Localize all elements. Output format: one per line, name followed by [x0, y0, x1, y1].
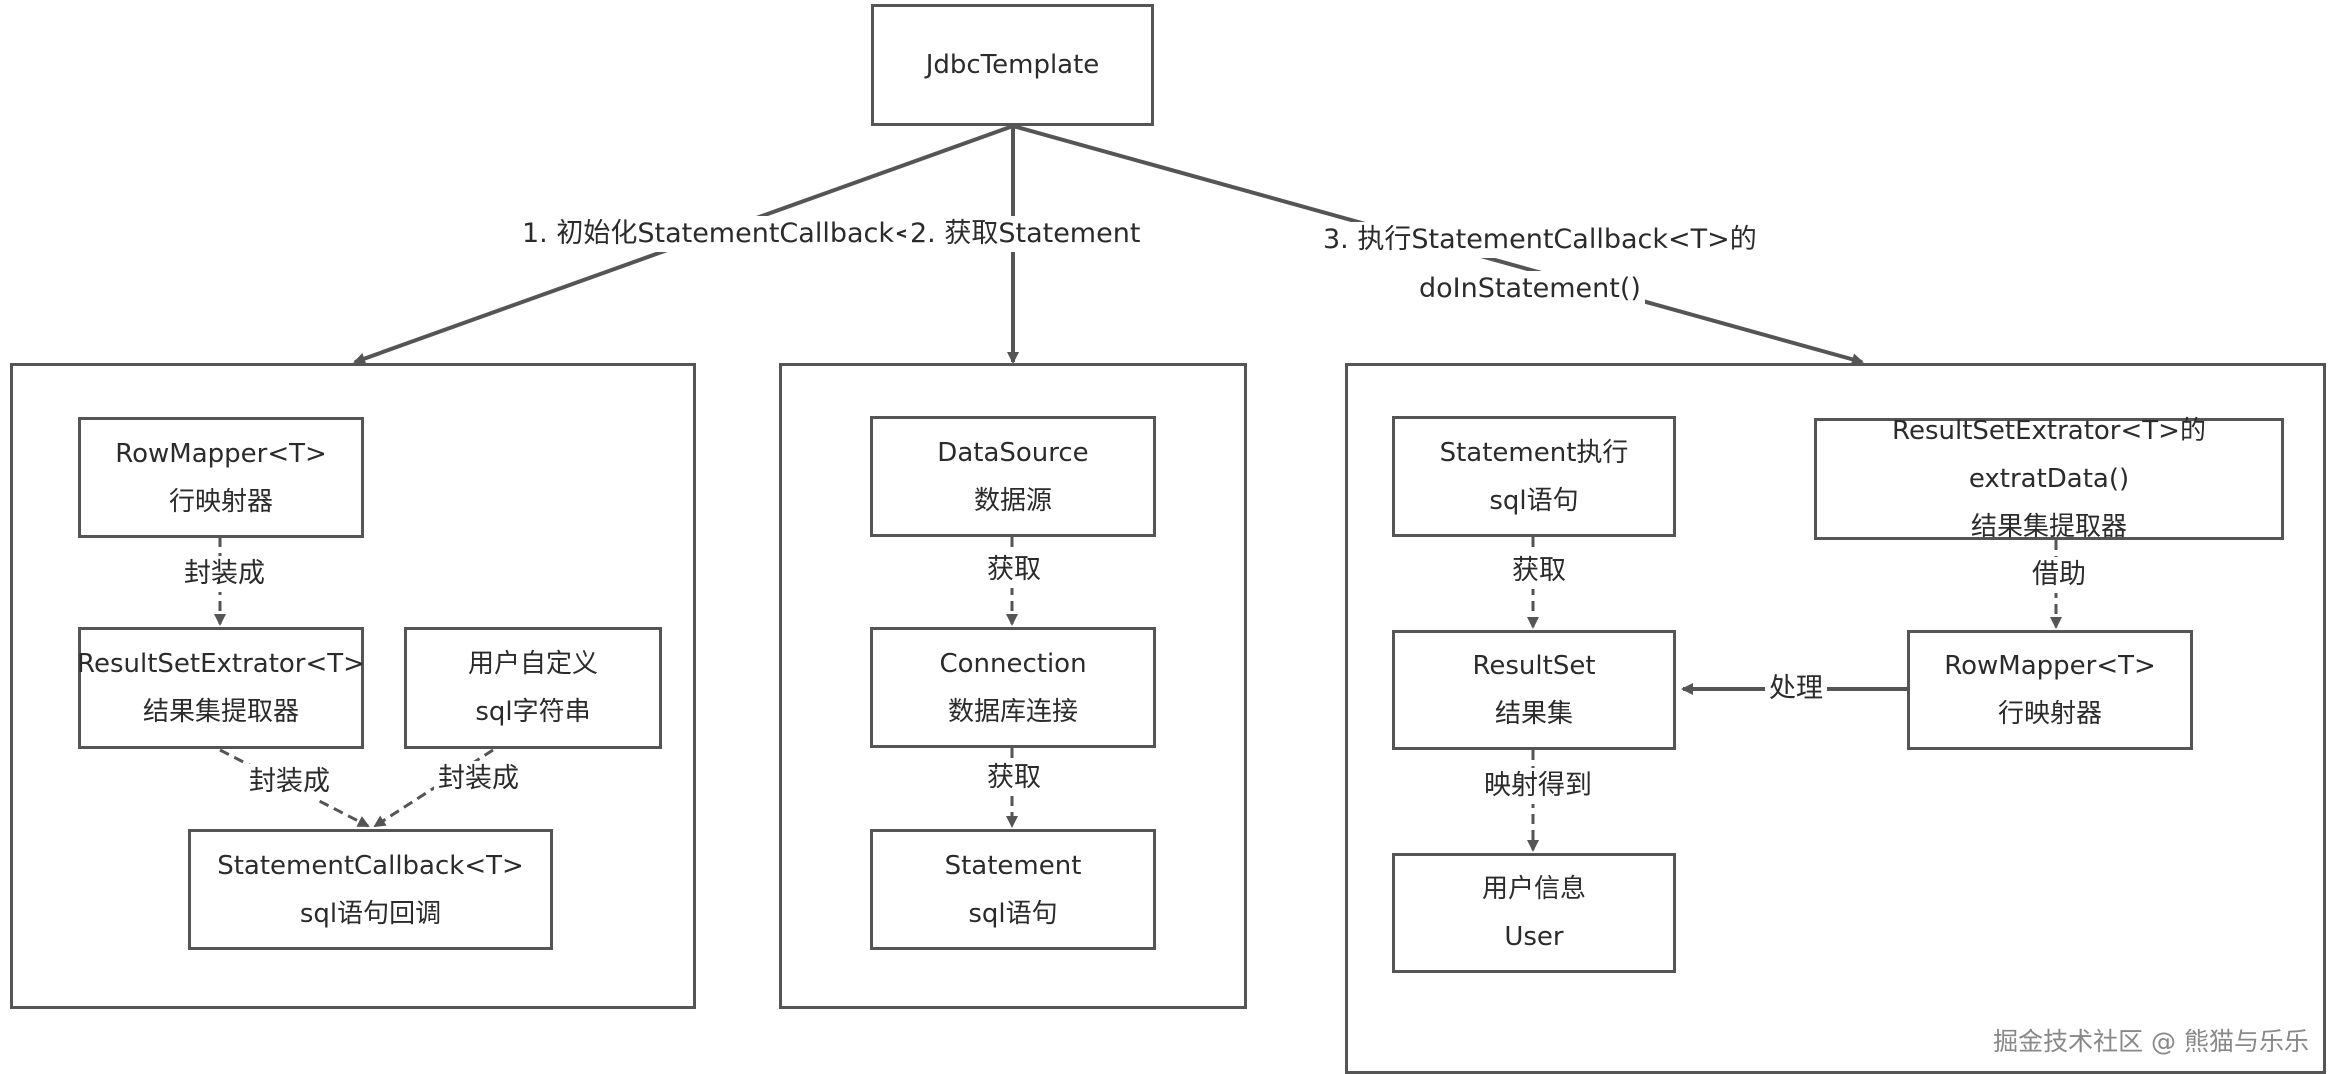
- right-process-label: 处理: [1765, 671, 1827, 707]
- statement-line1: Statement: [944, 850, 1082, 881]
- right-rowmapper-box[interactable]: RowMapper<T> 行映射器: [1907, 630, 2193, 750]
- step3-label-line1: 3. 执行StatementCallback<T>的: [1319, 222, 1761, 258]
- custom-sql-line2: sql字符串: [475, 697, 591, 727]
- statement-callback-line1: StatementCallback<T>: [217, 850, 524, 881]
- right-rowmapper-line2: 行映射器: [1997, 699, 2102, 729]
- left-wrap-label-3: 封装成: [434, 761, 523, 797]
- custom-sql-line1: 用户自定义: [467, 649, 598, 679]
- resultset-box[interactable]: ResultSet 结果集: [1392, 630, 1676, 750]
- extractor-data-box[interactable]: ResultSetExtrator<T>的extratData() 结果集提取器: [1814, 416, 2284, 542]
- jdbc-template-title: JdbcTemplate: [925, 50, 1100, 80]
- custom-sql-box[interactable]: 用户自定义 sql字符串: [404, 627, 662, 749]
- right-borrow-label: 借助: [2028, 557, 2090, 593]
- right-container: [1345, 363, 2326, 1074]
- datasource-box[interactable]: DataSource 数据源: [870, 416, 1156, 537]
- left-extractor-line2: 结果集提取器: [142, 697, 299, 727]
- right-map-label: 映射得到: [1480, 768, 1596, 804]
- datasource-line2: 数据源: [973, 485, 1052, 516]
- left-rowmapper-line1: RowMapper<T>: [115, 438, 327, 469]
- middle-container: [779, 363, 1247, 1009]
- statement-exec-line1: Statement执行: [1439, 437, 1629, 468]
- left-wrap-label-2: 封装成: [245, 764, 334, 800]
- right-get-label: 获取: [1508, 553, 1570, 589]
- statement-line2: sql语句: [968, 898, 1058, 929]
- resultset-line1: ResultSet: [1472, 651, 1596, 681]
- connection-line2: 数据库连接: [947, 696, 1078, 727]
- left-extractor-box[interactable]: ResultSetExtrator<T> 结果集提取器: [77, 627, 365, 749]
- step2-label: 2. 获取Statement: [906, 216, 1145, 252]
- middle-get-label-1: 获取: [983, 552, 1045, 588]
- middle-get-label-2: 获取: [983, 760, 1045, 796]
- left-container: [10, 363, 696, 1009]
- step3-label-line2: doInStatement(): [1415, 271, 1645, 307]
- watermark-text: 掘金技术社区 @ 熊猫与乐乐: [1993, 1027, 2309, 1056]
- connection-box[interactable]: Connection 数据库连接: [870, 627, 1156, 748]
- left-rowmapper-box[interactable]: RowMapper<T> 行映射器: [78, 417, 364, 538]
- left-extractor-line1: ResultSetExtrator<T>: [77, 649, 365, 679]
- resultset-line2: 结果集: [1494, 699, 1573, 729]
- statement-exec-box[interactable]: Statement执行 sql语句: [1392, 416, 1676, 537]
- step1-label: 1. 初始化StatementCallback<T>: [518, 216, 960, 252]
- left-rowmapper-line2: 行映射器: [168, 486, 273, 517]
- user-info-box[interactable]: 用户信息 User: [1392, 853, 1676, 973]
- statement-box[interactable]: Statement sql语句: [870, 829, 1156, 950]
- user-info-line2: User: [1504, 922, 1564, 952]
- connection-line1: Connection: [939, 648, 1087, 679]
- extractor-data-line1: ResultSetExtrator<T>的extratData(): [1892, 416, 2206, 494]
- statement-callback-line2: sql语句回调: [299, 898, 442, 929]
- user-info-line1: 用户信息: [1481, 874, 1586, 904]
- statement-callback-box[interactable]: StatementCallback<T> sql语句回调: [188, 829, 553, 950]
- right-rowmapper-line1: RowMapper<T>: [1944, 651, 2156, 681]
- extractor-data-line2: 结果集提取器: [1970, 512, 2127, 542]
- left-wrap-label-1: 封装成: [180, 556, 269, 592]
- datasource-line1: DataSource: [937, 437, 1089, 468]
- statement-exec-line2: sql语句: [1489, 485, 1579, 516]
- jdbc-template-box[interactable]: JdbcTemplate: [871, 4, 1154, 126]
